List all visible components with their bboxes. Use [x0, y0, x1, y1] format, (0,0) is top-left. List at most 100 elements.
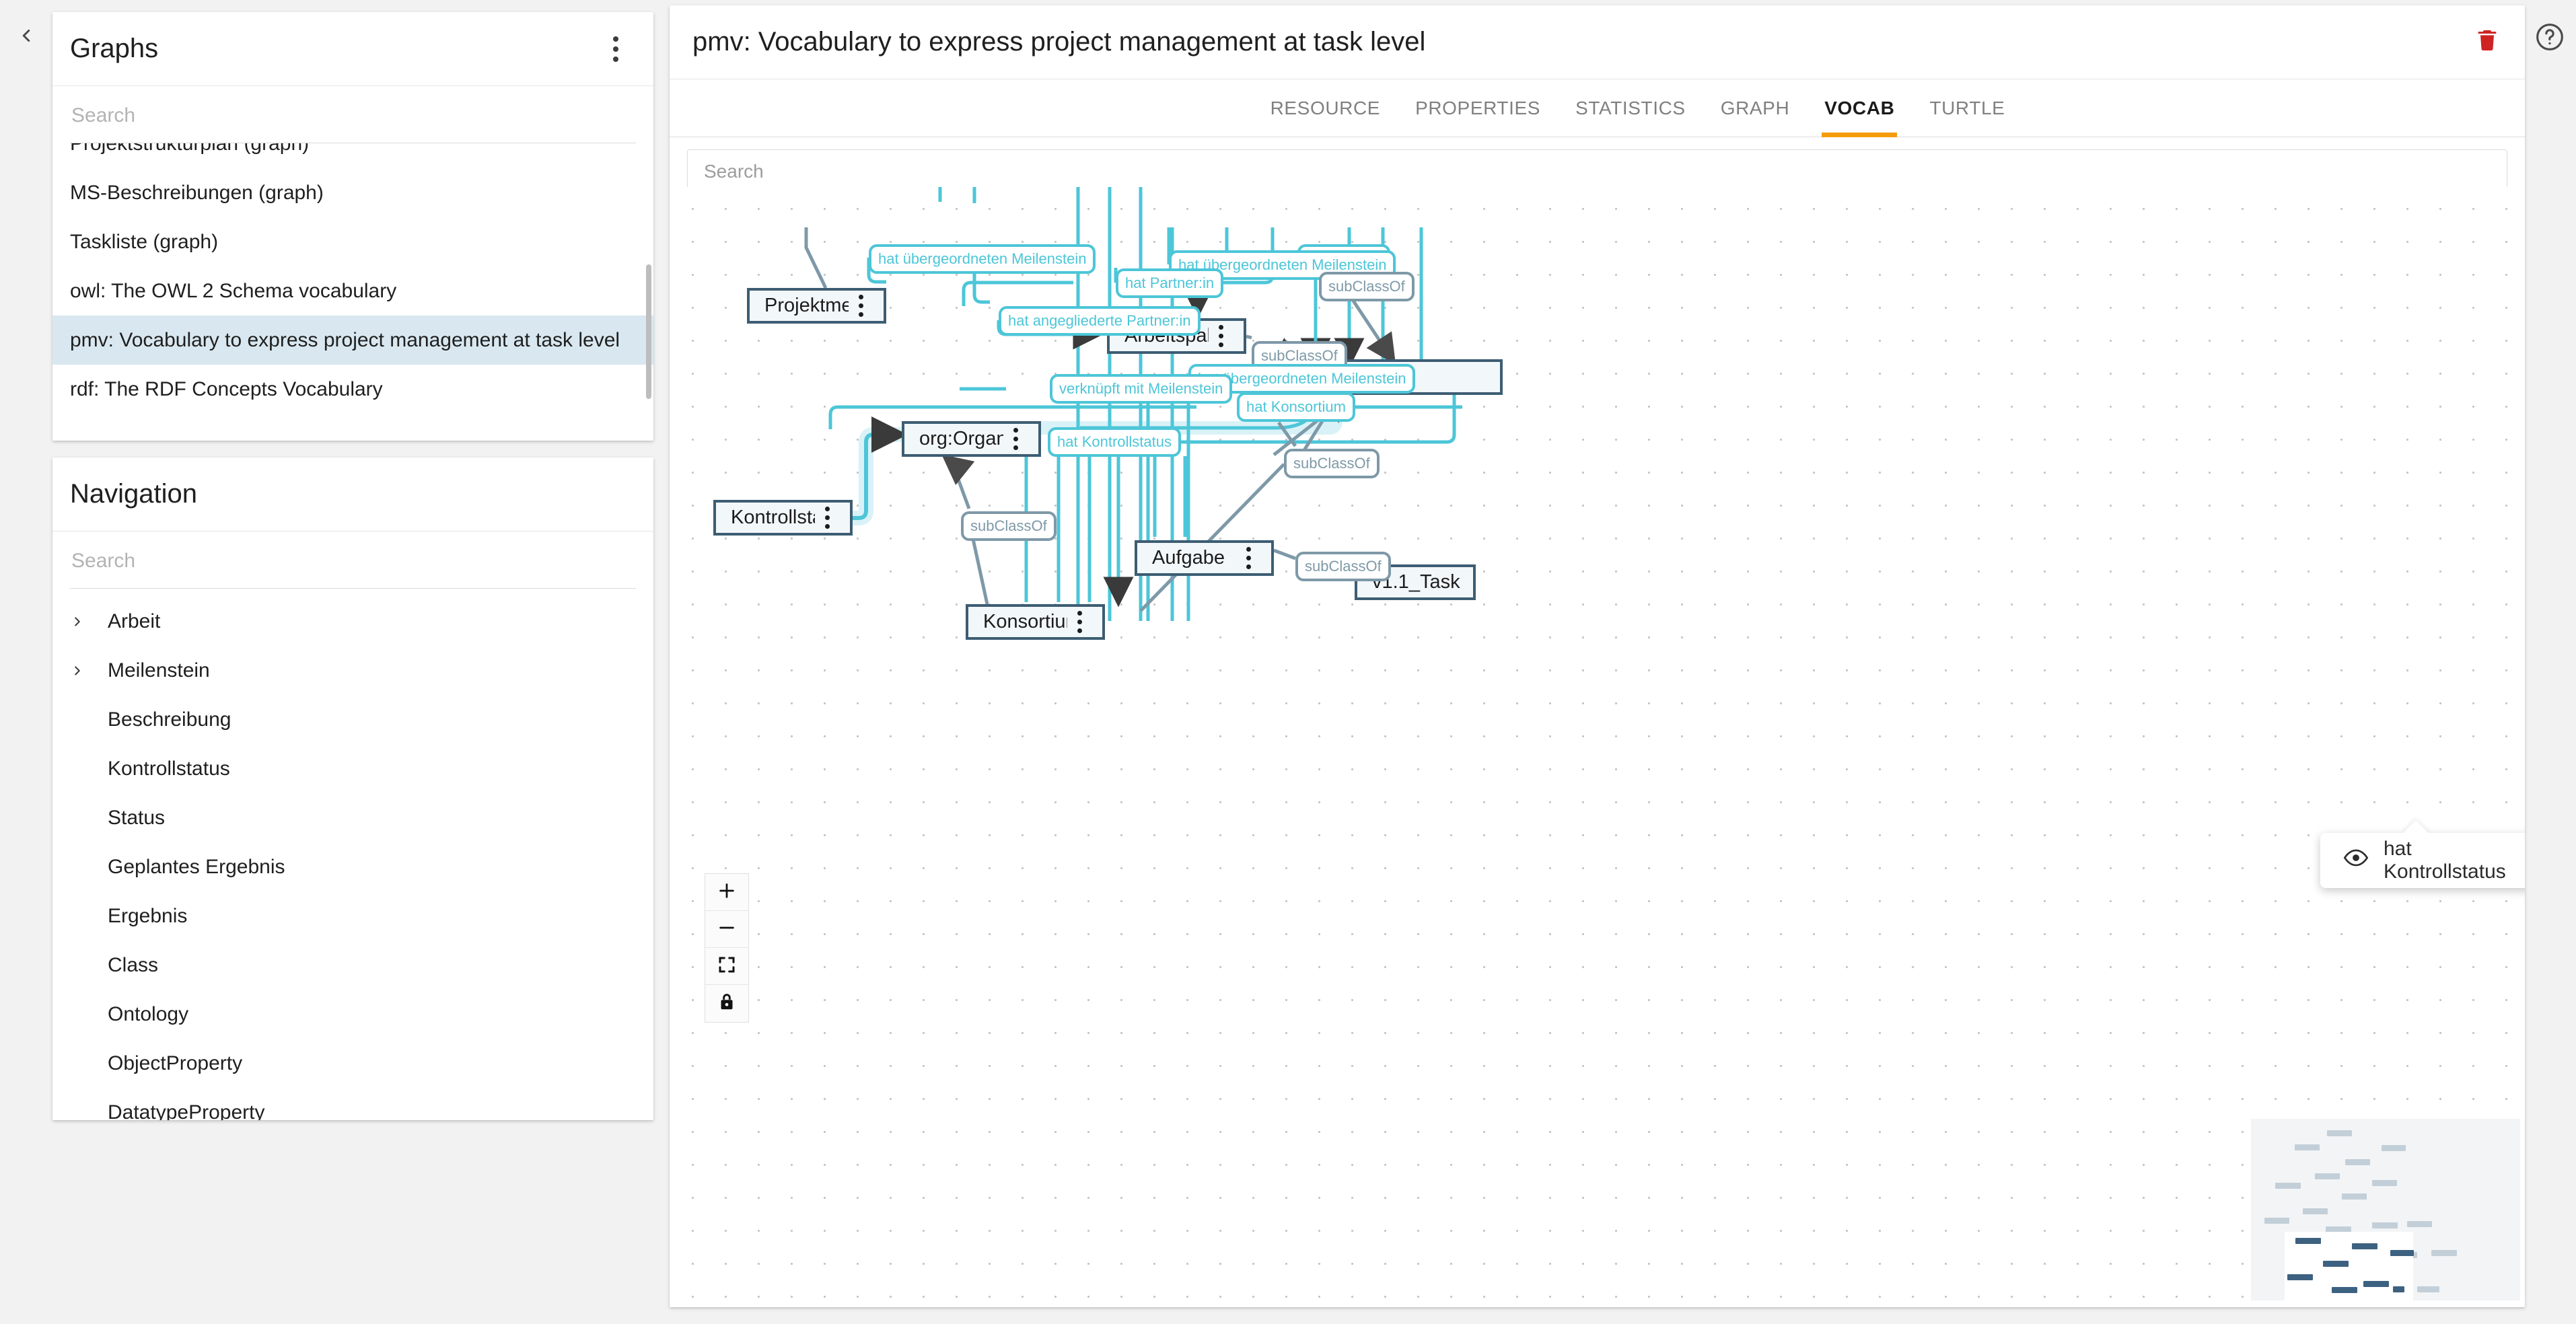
nav-item-class[interactable]: Class	[52, 941, 653, 990]
graphs-list-item[interactable]: Taskliste (graph)	[70, 230, 219, 253]
graph-search-input[interactable]	[703, 160, 2492, 183]
nav-item-ontology[interactable]: Ontology	[52, 990, 653, 1039]
page-title: pmv: Vocabulary to express project manag…	[692, 27, 1426, 57]
graphs-list-item-selected[interactable]: pmv: Vocabulary to express project manag…	[52, 316, 653, 365]
minimap[interactable]	[2251, 1119, 2520, 1300]
graph-node-konsortium[interactable]: Konsortium	[966, 604, 1105, 640]
nav-item-label: Meilenstein	[108, 659, 210, 682]
edge-label-hat-partnerin[interactable]: hat Partner:in	[1116, 268, 1224, 298]
graphs-list-item[interactable]: owl: The OWL 2 Schema vocabulary	[70, 279, 397, 302]
nav-item-status[interactable]: Status	[52, 793, 653, 842]
tab-bar: RESOURCE PROPERTIES STATISTICS GRAPH VOC…	[670, 79, 2525, 137]
graphs-kebab-menu-icon[interactable]	[601, 30, 631, 69]
collapse-sidebar-button[interactable]	[9, 20, 43, 54]
graph-canvas[interactable]: Projektmeilenstein Arbeitspaket Arbeit o…	[670, 187, 2525, 1307]
chevron-right-icon	[70, 663, 108, 678]
graphs-list-scrollbar[interactable]	[646, 264, 651, 399]
nav-item-label: Status	[108, 806, 166, 829]
nav-item-label: Kontrollstatus	[108, 757, 230, 780]
node-kebab-menu-icon[interactable]	[1209, 321, 1233, 352]
graph-node-label: Konsortium	[983, 611, 1067, 632]
edge-label-hat-angegliederte-partnerin[interactable]: hat angegliederte Partner:in	[999, 306, 1201, 336]
zoom-in-button[interactable]	[705, 874, 748, 911]
edge-tooltip: hat Kontrollstatus	[2320, 820, 2525, 888]
node-kebab-menu-icon[interactable]	[849, 291, 873, 322]
navigation-panel-header: Navigation	[52, 457, 653, 531]
tooltip-label: hat Kontrollstatus	[2384, 838, 2506, 883]
nav-item-label: Ergebnis	[108, 904, 188, 927]
lock-icon	[717, 992, 737, 1015]
left-rail	[0, 0, 52, 1324]
chevron-left-icon	[16, 26, 36, 49]
edge-label-verknuepft-mit-meilenstein[interactable]: verknüpft mit Meilenstein	[1050, 374, 1233, 404]
graphs-list-item[interactable]: rdf: The RDF Concepts Vocabulary	[70, 377, 383, 400]
help-button[interactable]	[2532, 20, 2568, 57]
main-header: pmv: Vocabulary to express project manag…	[670, 5, 2525, 79]
edge-label-hat-uebergeordneten-meilenstein[interactable]: hat übergeordneten Meilenstein	[869, 244, 1096, 274]
edge-label-hat-uebergeordneten-meilenstein[interactable]: hat übergeordneten Meilenstein	[1169, 250, 1396, 280]
graph-search-wrap	[670, 137, 2525, 194]
plus-icon	[717, 881, 737, 904]
navigation-panel: Navigation Arbeit Meilenstein Beschreibu…	[52, 457, 653, 1120]
navigation-search-wrap	[52, 531, 653, 589]
nav-item-beschreibung[interactable]: Beschreibung	[52, 695, 653, 744]
help-circle-icon	[2535, 22, 2565, 55]
graph-node-projektmeilenstein[interactable]: Projektmeilenstein	[747, 288, 886, 324]
edge-label-subclassof[interactable]: subClassOf	[1319, 272, 1415, 301]
graphs-list-item[interactable]: rdfs: The RDF Schema vocabulary	[52, 414, 653, 419]
graph-node-label: Projektmeilenstein	[764, 295, 849, 316]
nav-item-label: ObjectProperty	[108, 1052, 243, 1074]
nav-item-label: Ontology	[108, 1002, 189, 1025]
edge-label-subclassof[interactable]: subClassOf	[1295, 552, 1391, 581]
nav-item-arbeit[interactable]: Arbeit	[52, 597, 653, 646]
graphs-list-item[interactable]: Projektstrukturplan (graph)	[70, 143, 310, 155]
graph-node-label: Aufgabe	[1152, 547, 1225, 568]
graphs-list: Projektstrukturplan (graph) MS-Beschreib…	[52, 143, 653, 419]
edge-label-hat-konsortium[interactable]: hat Konsortium	[1237, 392, 1355, 422]
edge-label-hat-kontrollstatus[interactable]: hat Kontrollstatus	[1048, 427, 1181, 457]
graph-node-label: org:OrganizationalCollaboration	[919, 428, 1003, 449]
graph-node-org-organizationalcollaboration[interactable]: org:OrganizationalCollaboration	[902, 421, 1041, 457]
tab-turtle[interactable]: TURTLE	[1929, 97, 2005, 118]
graph-edges	[804, 187, 1462, 621]
fit-screen-icon	[717, 955, 737, 978]
main-panel: pmv: Vocabulary to express project manag…	[670, 5, 2525, 1307]
graphs-search-input[interactable]	[70, 104, 636, 128]
chevron-right-icon	[70, 614, 108, 629]
nav-item-label: DatatypeProperty	[108, 1101, 265, 1121]
nav-item-datatypeproperty[interactable]: DatatypeProperty	[52, 1088, 653, 1121]
nav-item-kontrollstatus[interactable]: Kontrollstatus	[52, 744, 653, 793]
trash-icon	[2474, 27, 2501, 57]
tab-resource[interactable]: RESOURCE	[1270, 97, 1381, 118]
tab-statistics[interactable]: STATISTICS	[1575, 97, 1686, 118]
node-kebab-menu-icon[interactable]	[1236, 543, 1260, 574]
edge-label-subclassof[interactable]: subClassOf	[961, 511, 1057, 541]
tab-vocab[interactable]: VOCAB	[1807, 79, 1912, 137]
navigation-list: Arbeit Meilenstein Beschreibung Kontroll…	[52, 589, 653, 1120]
zoom-controls	[705, 873, 749, 1023]
nav-item-geplantes-ergebnis[interactable]: Geplantes Ergebnis	[52, 842, 653, 891]
nav-item-label: Class	[108, 953, 159, 976]
graphs-panel: Graphs Projektstrukturplan (graph) MS-Be…	[52, 12, 653, 441]
fit-view-button[interactable]	[705, 948, 748, 985]
graph-node-kontrollstatus[interactable]: Kontrollstatus	[713, 500, 853, 536]
delete-graph-button[interactable]	[2467, 22, 2507, 63]
node-kebab-menu-icon[interactable]	[1003, 424, 1028, 455]
graphs-list-item[interactable]: MS-Beschreibungen (graph)	[70, 181, 324, 204]
nav-item-label: Arbeit	[108, 610, 161, 632]
lock-button[interactable]	[705, 985, 748, 1022]
nav-item-ergebnis[interactable]: Ergebnis	[52, 891, 653, 941]
zoom-out-button[interactable]	[705, 911, 748, 948]
graph-node-aufgabe[interactable]: Aufgabe	[1135, 540, 1274, 576]
node-kebab-menu-icon[interactable]	[1067, 607, 1092, 638]
node-kebab-menu-icon[interactable]	[815, 503, 839, 534]
edge-label-subclassof[interactable]: subClassOf	[1284, 449, 1380, 478]
tab-graph[interactable]: GRAPH	[1720, 97, 1790, 118]
nav-item-objectproperty[interactable]: ObjectProperty	[52, 1039, 653, 1088]
navigation-search-input[interactable]	[70, 549, 636, 573]
graphs-panel-header: Graphs	[52, 12, 653, 86]
tab-properties[interactable]: PROPERTIES	[1415, 97, 1541, 118]
graph-node-label: Kontrollstatus	[731, 507, 815, 528]
nav-item-meilenstein[interactable]: Meilenstein	[52, 646, 653, 695]
nav-item-label: Beschreibung	[108, 708, 231, 731]
